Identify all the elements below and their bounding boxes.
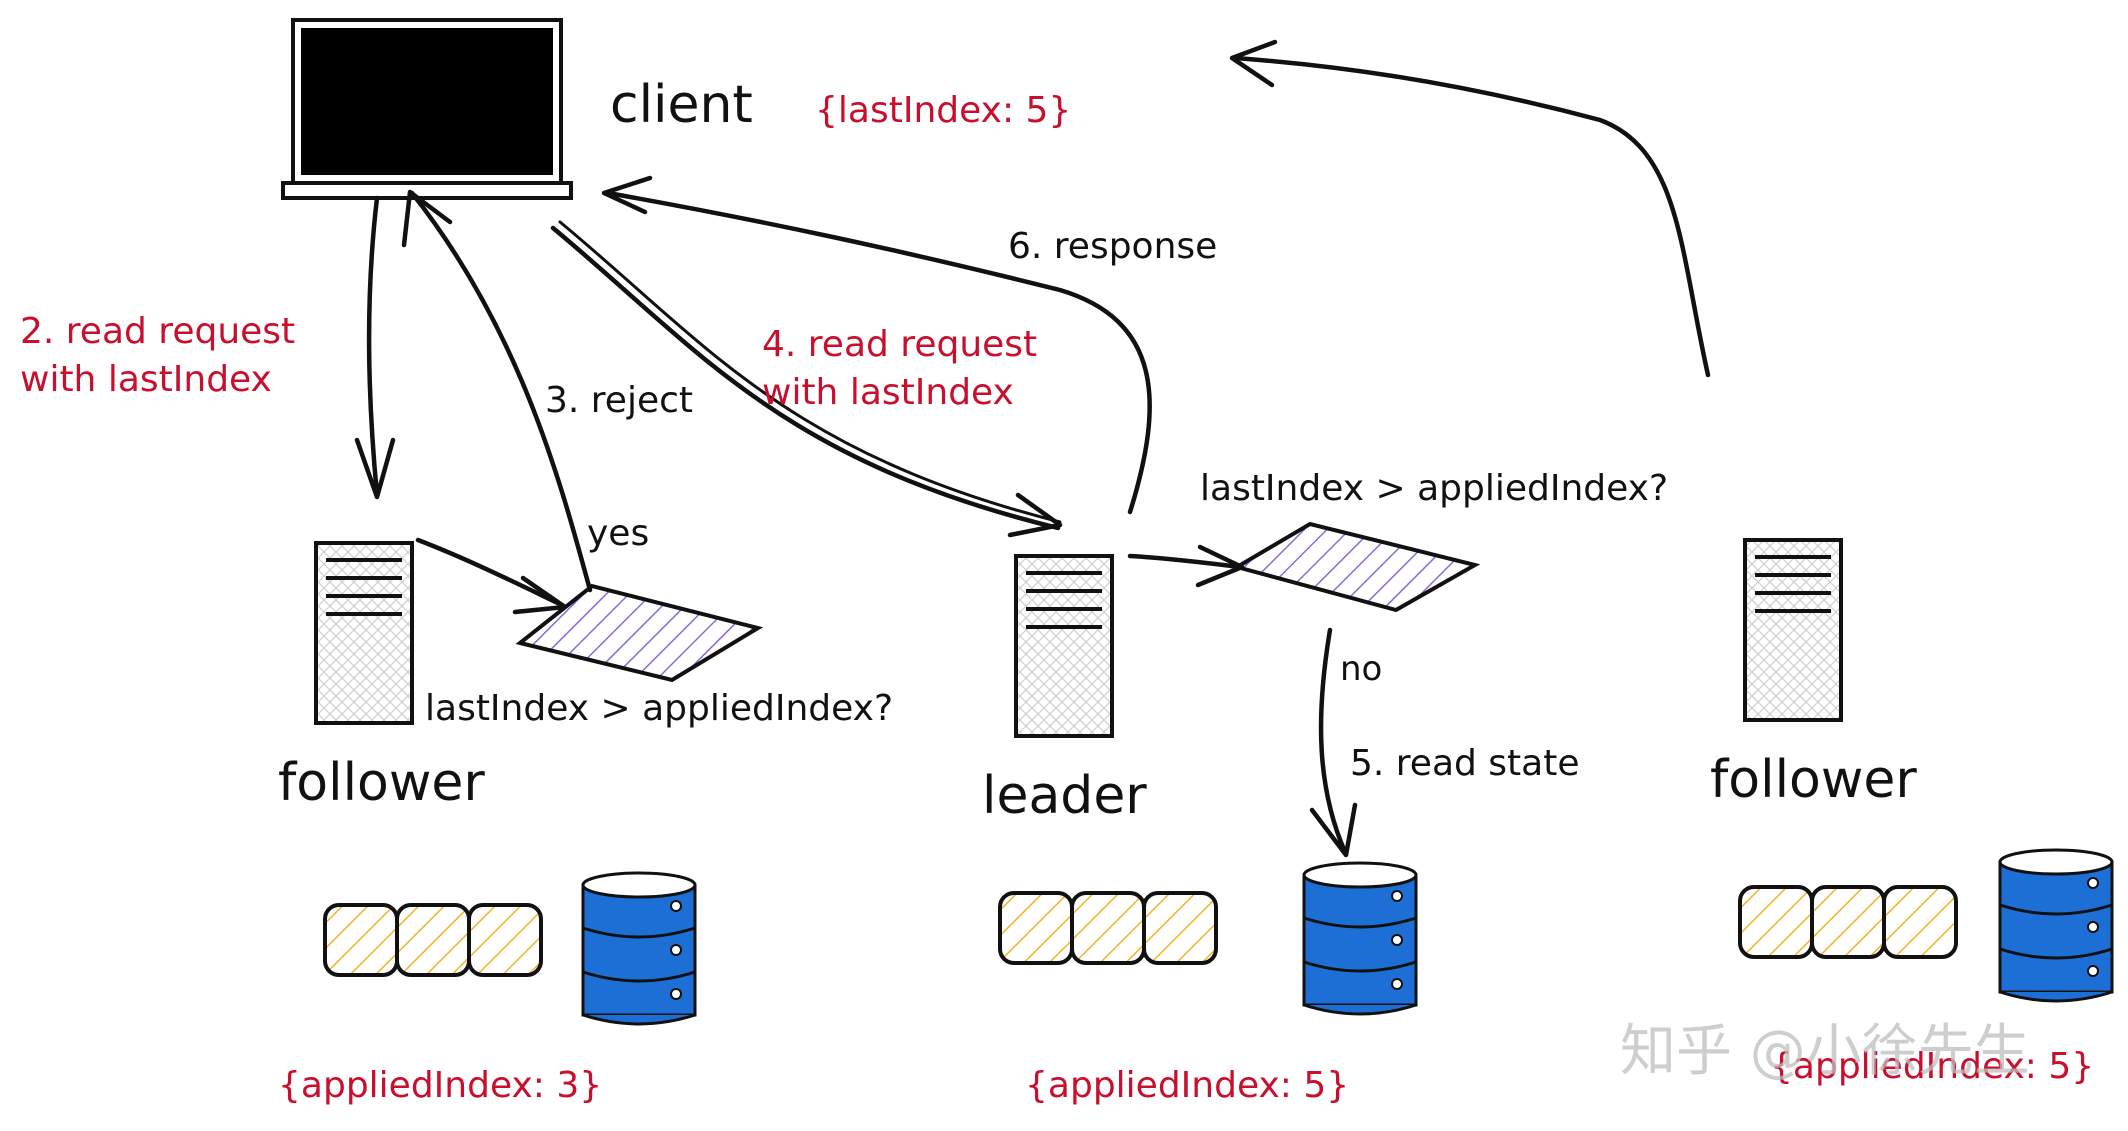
- decision-diamond: [515, 583, 764, 683]
- database-icon: [581, 871, 697, 1026]
- edge-label-line: with lastIndex: [20, 359, 272, 400]
- decision-right: lastIndex > appliedIndex?: [1200, 468, 1668, 613]
- log-entry: [1070, 891, 1146, 965]
- log-entry: [1882, 885, 1958, 959]
- log-entry: [1142, 891, 1218, 965]
- log-entry: [1738, 885, 1814, 959]
- watermark: 知乎 @小徐先生: [1620, 1019, 2030, 1084]
- log-entry: [467, 903, 543, 977]
- client-state: {lastIndex: 5}: [815, 90, 1071, 131]
- decision-right-question: lastIndex > appliedIndex?: [1200, 468, 1668, 509]
- edge-label-yes: yes: [587, 513, 649, 554]
- laptop-icon: [281, 18, 573, 200]
- edge-label-reject: 3. reject: [545, 380, 693, 421]
- arrow-follower-to-decision: [415, 537, 568, 615]
- log-entry: [395, 903, 471, 977]
- log-entries: [323, 903, 543, 977]
- follower-left-label: follower: [278, 753, 485, 813]
- log-entry: [1810, 885, 1886, 959]
- arrow-follower-right-to-client: [1229, 39, 1711, 378]
- follower-left-state: {appliedIndex: 3}: [278, 1065, 602, 1106]
- arrow-response: [601, 175, 1152, 515]
- edge-label-response: 6. response: [1008, 226, 1217, 267]
- log-entries: [998, 891, 1218, 965]
- edge-label-line: 4. read request: [762, 324, 1037, 365]
- database-icon: [1302, 861, 1418, 1016]
- server-icon: [1743, 538, 1843, 722]
- arrow-read-request-follower: [354, 195, 396, 500]
- server-icon: [1014, 554, 1114, 738]
- arrow-read-state: [1309, 627, 1358, 858]
- arrow-read-request-leader: [550, 220, 1063, 538]
- decision-diamond: [1231, 521, 1481, 613]
- arrow-reject: [401, 189, 593, 593]
- client-label: client: [610, 75, 753, 135]
- edge-label-read-request-leader: 4. read request with lastIndex: [762, 324, 1049, 413]
- follower-right-label: follower: [1710, 750, 1917, 810]
- log-entries: [1738, 885, 1958, 959]
- edge-label-line: with lastIndex: [762, 372, 1014, 413]
- leader-state: {appliedIndex: 5}: [1025, 1065, 1349, 1106]
- edge-label-read-state: 5. read state: [1350, 743, 1580, 784]
- edge-label-line: 2. read request: [20, 311, 295, 352]
- follower-right-node: follower {appliedIndex: 5}: [1710, 538, 2114, 1087]
- database-icon: [1998, 848, 2114, 1003]
- leader-label: leader: [982, 766, 1147, 826]
- edge-label-read-request-follower: 2. read request with lastIndex: [20, 311, 307, 400]
- arrow-leader-to-decision: [1127, 544, 1245, 588]
- follower-left-node: follower {appliedIndex: 3}: [278, 541, 697, 1106]
- leader-node: leader {appliedIndex: 5}: [982, 554, 1418, 1106]
- client-node: client {lastIndex: 5}: [281, 18, 1071, 200]
- log-entry: [323, 903, 399, 977]
- server-icon: [314, 541, 414, 725]
- log-entry: [998, 891, 1074, 965]
- edge-label-no: no: [1340, 649, 1382, 689]
- decision-left: lastIndex > appliedIndex?: [425, 583, 893, 729]
- decision-left-question: lastIndex > appliedIndex?: [425, 688, 893, 729]
- follower-right-state: {appliedIndex: 5}: [1770, 1046, 2094, 1087]
